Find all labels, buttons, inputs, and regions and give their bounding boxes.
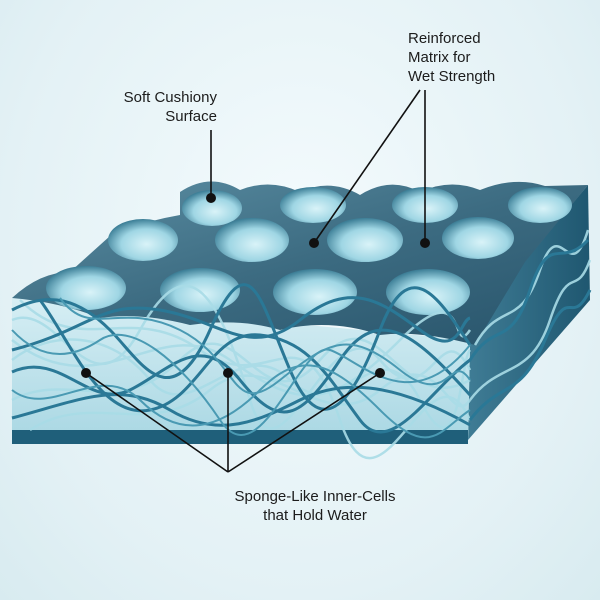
cushion-cell xyxy=(327,218,403,262)
label-line: Matrix for xyxy=(408,49,471,66)
cushion-cell xyxy=(280,187,346,223)
label-line: Sponge-Like Inner-Cells xyxy=(234,488,396,505)
leader-line-sponge-right xyxy=(227,372,381,473)
cushion-cell xyxy=(273,269,357,315)
cushion-cell xyxy=(442,217,514,259)
pointer-dot xyxy=(420,238,430,248)
label-line: that Hold Water xyxy=(263,507,367,524)
pointer-dot xyxy=(309,238,319,248)
leader-lines xyxy=(85,89,426,473)
cushion-cell xyxy=(108,219,178,261)
pointer-dot xyxy=(81,368,91,378)
label-line: Wet Strength xyxy=(408,68,496,85)
label-sponge-inner-cells: Sponge-Like Inner-Cells that Hold Water xyxy=(190,487,440,525)
label-soft-cushiony-surface: Soft Cushiony Surface xyxy=(124,88,217,126)
pointer-dot xyxy=(223,368,233,378)
cushion-cell xyxy=(182,190,242,226)
cushion-cell xyxy=(215,218,289,262)
leader-line-matrix-left xyxy=(313,89,421,244)
layer-bottom-edge xyxy=(12,430,468,444)
label-line: Surface xyxy=(165,108,217,125)
cushion-cell xyxy=(508,187,572,223)
fibers-mid xyxy=(11,297,471,439)
cushion-cell xyxy=(46,266,126,310)
pointer-dot xyxy=(206,193,216,203)
fibers-dark xyxy=(11,238,592,434)
label-line: Reinforced xyxy=(408,30,481,47)
pointer-dot xyxy=(375,368,385,378)
label-reinforced-matrix: Reinforced Matrix for Wet Strength xyxy=(408,29,495,86)
leader-dots xyxy=(81,193,430,378)
label-line: Soft Cushiony xyxy=(123,89,217,106)
cushion-cell xyxy=(160,268,240,312)
leader-line-sponge-left xyxy=(85,372,229,473)
